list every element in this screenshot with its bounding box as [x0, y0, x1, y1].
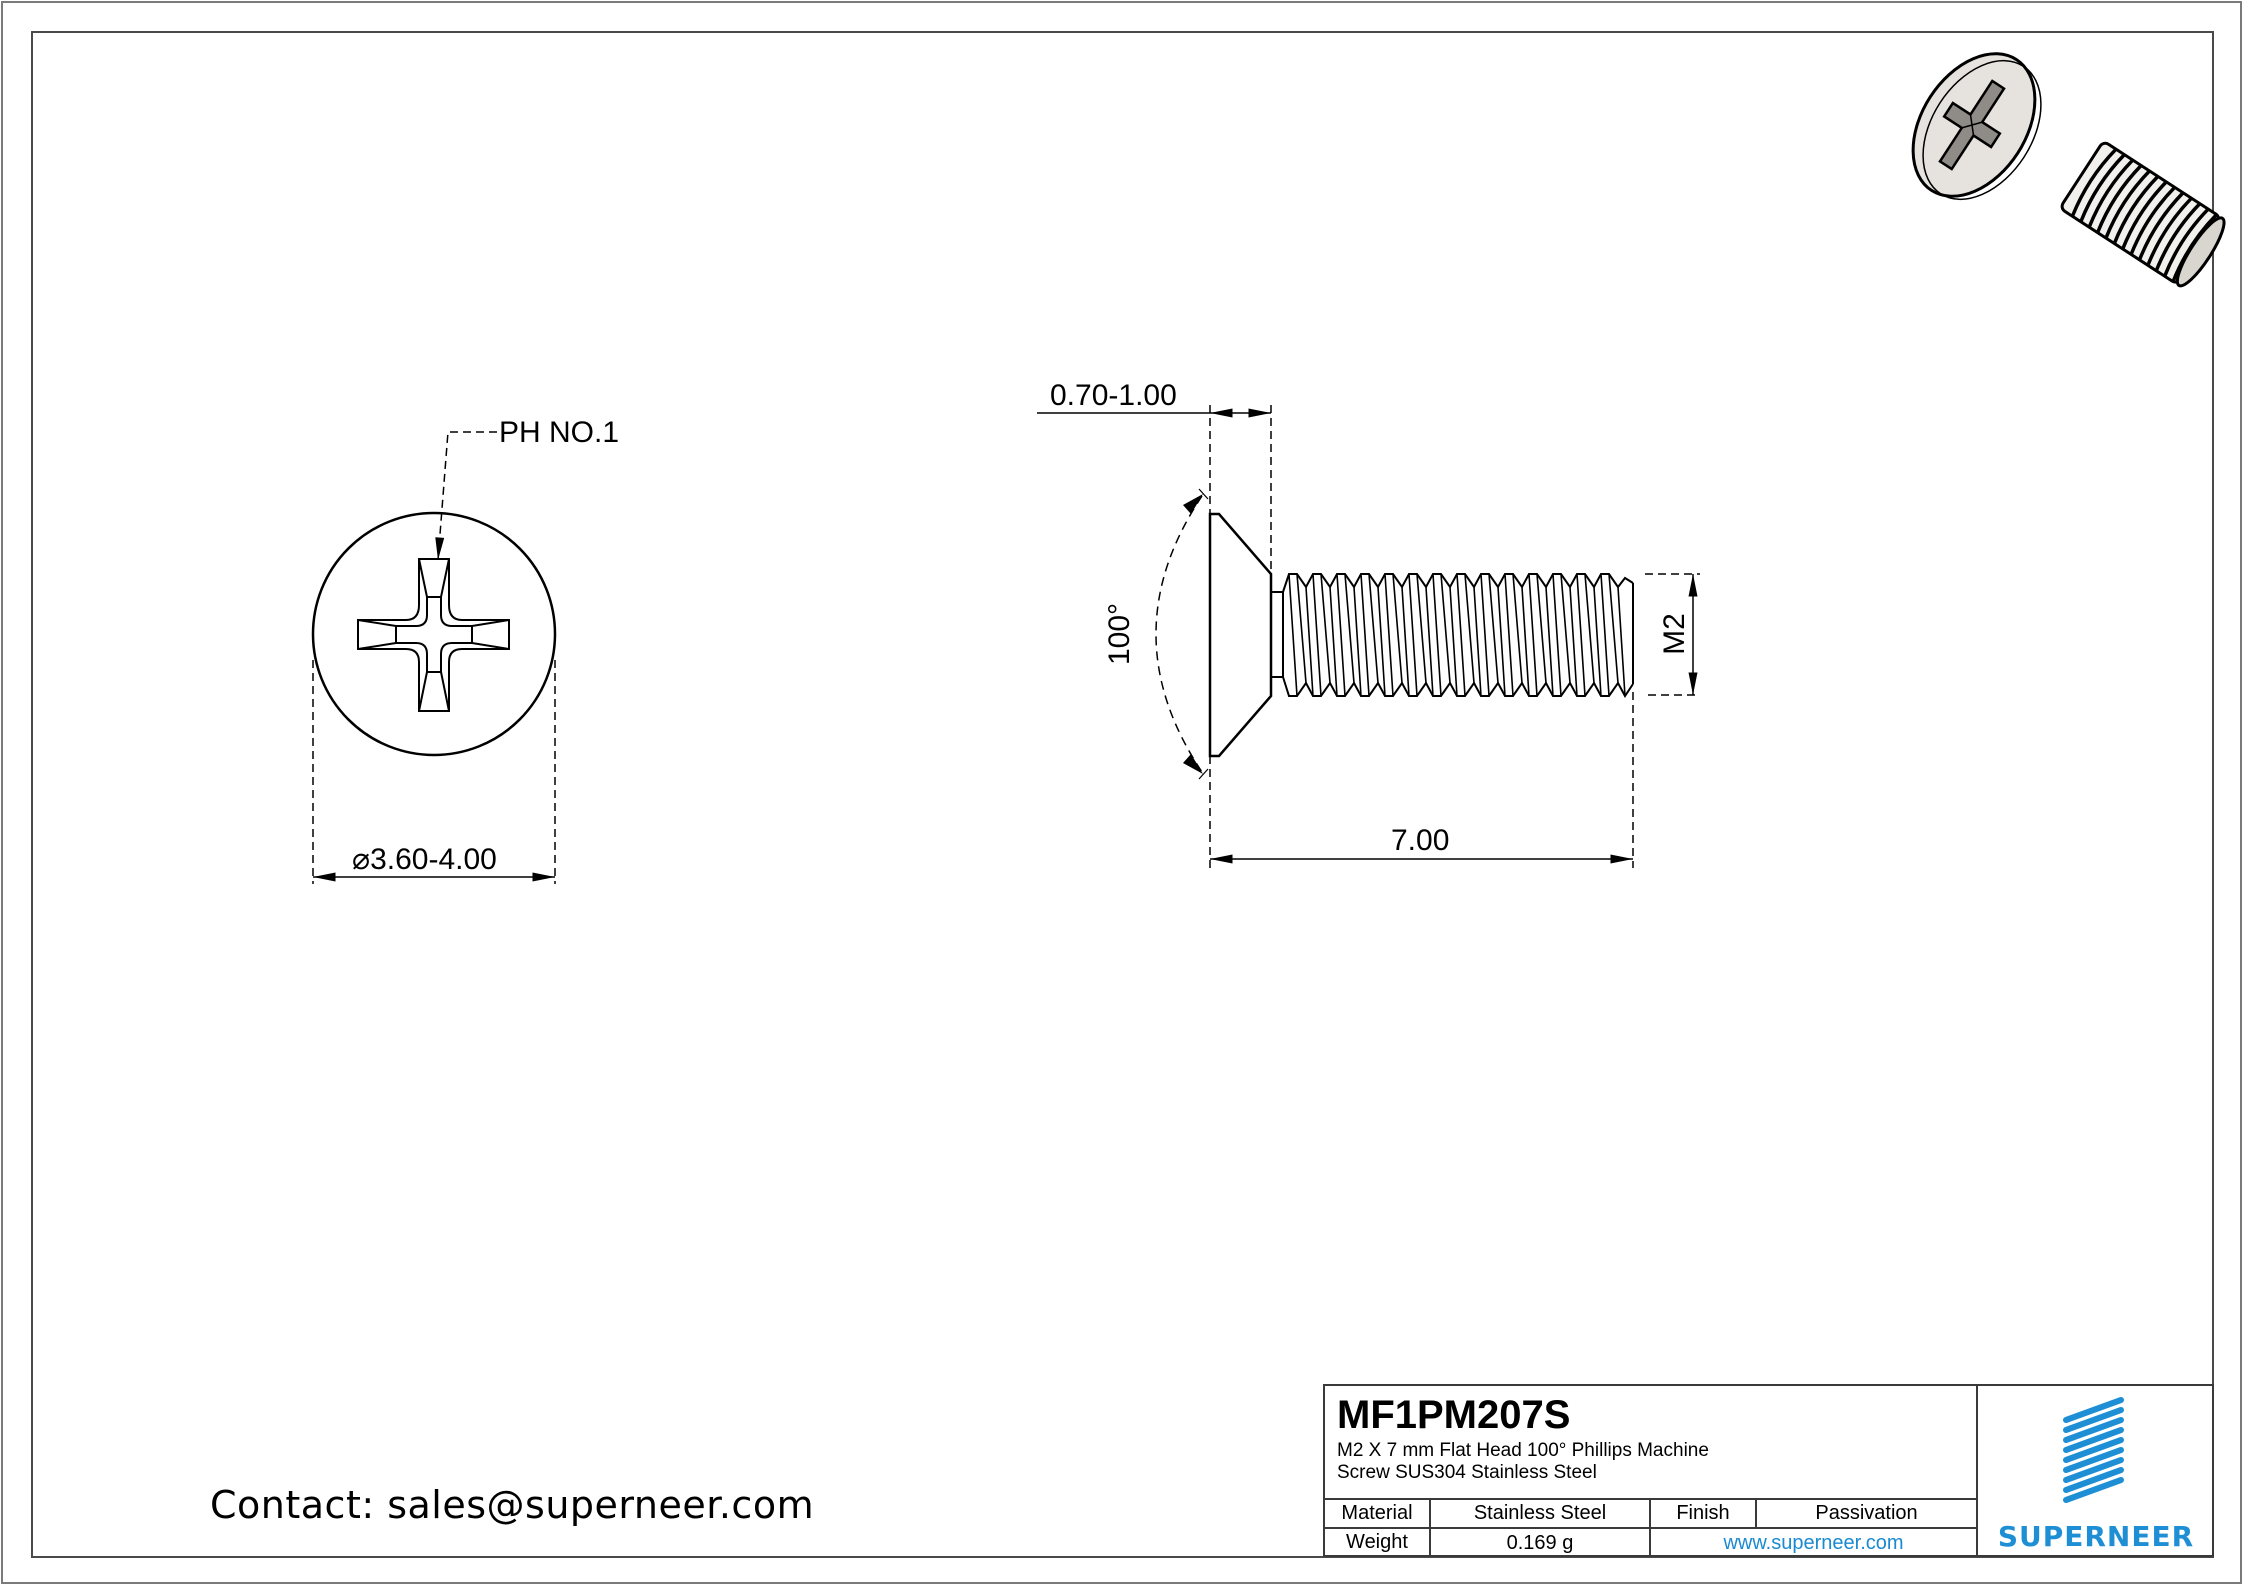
head-height-dimension: 0.70-1.00 [1050, 379, 1177, 412]
isometric-screw-view [1911, 52, 2226, 288]
spec-table: Material Stainless Steel Finish Passivat… [1325, 1498, 1976, 1557]
diameter-symbol-icon: ⌀ [352, 843, 371, 876]
table-col-divider [1429, 1500, 1431, 1557]
table-col-divider [1649, 1500, 1651, 1557]
material-value: Stainless Steel [1473, 1502, 1607, 1524]
side-view [1037, 405, 1700, 870]
description-line-1: M2 X 7 mm Flat Head 100° Phillips Machin… [1337, 1440, 1709, 1461]
description-line-2: Screw SUS304 Stainless Steel [1337, 1462, 1597, 1483]
contact-email-text: Contact: sales@superneer.com [210, 1483, 815, 1527]
weight-value: 0.169 g [1506, 1532, 1574, 1554]
material-label: Material [1341, 1502, 1413, 1524]
length-dimension: 7.00 [1391, 824, 1450, 857]
brand-name: SUPERNEER [1997, 1520, 2195, 1553]
part-description: M2 X 7 mm Flat Head 100° Phillips Machin… [1337, 1440, 1957, 1484]
head-diameter-dimension: ⌀3.60-4.00 [352, 845, 497, 875]
finish-label: Finish [1676, 1502, 1730, 1524]
drawing-frame [31, 31, 2214, 1558]
finish-value: Passivation [1815, 1502, 1918, 1524]
brand-logo-panel: SUPERNEER [1976, 1386, 2214, 1557]
top-view [311, 431, 557, 884]
phillips-recess-icon [357, 558, 510, 712]
table-col-divider [1755, 1500, 1757, 1527]
head-diameter-value: 3.60-4.00 [370, 843, 497, 876]
head-angle-dimension: 100° [1103, 602, 1136, 665]
thread-size-dimension: M2 [1658, 613, 1691, 655]
part-number: MF1PM207S [1337, 1393, 1571, 1437]
phillips-size-callout: PH NO.1 [499, 416, 620, 449]
website-link[interactable]: www.superneer.com [1723, 1532, 1904, 1554]
title-block-info: MF1PM207S M2 X 7 mm Flat Head 100° Phill… [1325, 1386, 1976, 1557]
weight-label: Weight [1346, 1531, 1408, 1553]
thread-body [1282, 573, 1634, 698]
superneer-logo-icon [2063, 1397, 2124, 1503]
title-block: MF1PM207S M2 X 7 mm Flat Head 100° Phill… [1323, 1384, 2214, 1557]
